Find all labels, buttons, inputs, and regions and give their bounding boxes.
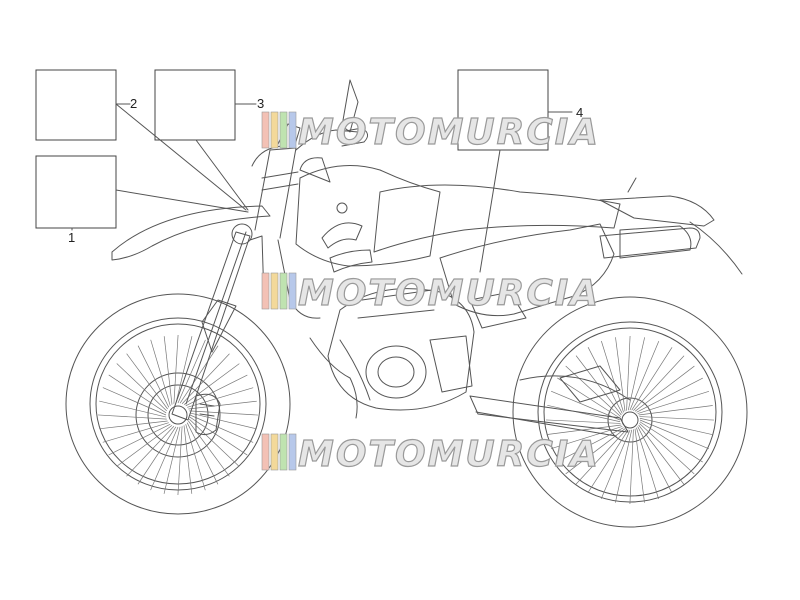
front-fender [111,205,271,261]
spoke [189,410,259,416]
spoke [600,429,631,500]
decal-box-2 [35,69,117,141]
spoke [615,337,626,412]
spoke [575,429,627,485]
side-panel [439,177,743,317]
spoke [187,387,254,408]
spoke [189,414,254,443]
decal-box-1 [35,155,117,229]
spoke [102,387,167,416]
spoke [189,418,240,467]
spoke [639,416,715,421]
spoke [634,365,695,412]
spoke [116,425,173,467]
watermark-1: MOTOMURCIA [261,111,600,154]
spoke [108,423,171,456]
spoke [638,405,713,416]
spoke [545,419,621,424]
spoke [565,365,621,417]
spoke [183,363,240,405]
spoke [636,427,659,500]
spoke [547,404,621,423]
spoke [629,340,660,411]
callout-3: 3 [257,96,264,111]
front-wheel [65,293,291,515]
seat [373,184,621,253]
spoke [639,419,710,450]
spoke [99,420,168,430]
spoke [189,416,248,456]
spoke [137,426,177,485]
spoke [181,353,230,404]
spoke [601,340,624,413]
spoke [150,426,179,491]
spoke [547,424,622,435]
spoke [163,336,173,405]
watermark-text: MOTOMURCIA [298,273,600,314]
spoke [189,412,257,430]
spoke [150,339,171,406]
spoke [639,417,713,436]
spoke [175,336,193,404]
spoke [97,414,167,420]
engine [309,288,527,419]
spoke [587,347,623,414]
rear-wheel [512,296,748,528]
callout-2: 2 [130,96,137,111]
spoke [137,345,170,408]
spoke [639,421,703,463]
spoke [188,400,257,410]
spoke [173,334,179,404]
watermark-3: MOTOMURCIA [261,433,600,476]
spoke [575,355,622,416]
spoke [99,400,167,418]
spoke [126,426,175,477]
swingarm [469,365,631,437]
spoke [614,429,633,503]
spoke [557,427,624,463]
spoke [185,424,206,491]
callout-1: 1 [68,230,75,245]
spoke [637,391,710,414]
spoke [177,339,206,404]
spoke [631,347,673,411]
spoke [637,426,673,493]
spoke [183,425,193,494]
spoke [639,423,695,475]
watermark-2: MOTOMURCIA [261,272,600,315]
leader-lines [71,103,573,273]
spoke [126,353,168,410]
front-fork [171,79,368,421]
exhaust [339,227,701,401]
spoke [627,337,646,411]
decal-box-4 [457,69,549,151]
watermark-text: MOTOMURCIA [298,112,600,153]
spoke [177,426,183,496]
spoke [550,390,621,421]
spoke [188,420,230,477]
spoke [629,429,634,505]
spoke [636,377,703,413]
spoke [102,422,169,443]
spoke [163,426,181,494]
spoke [116,363,167,412]
spoke [179,345,219,404]
spoke [186,422,219,485]
spoke [557,377,621,419]
spoke [634,428,645,503]
spoke [108,374,167,414]
spoke [638,424,685,485]
watermark-text: MOTOMURCIA [298,434,600,475]
decal-box-3 [154,69,236,141]
spoke [587,429,629,493]
spoke [633,355,685,411]
decal-boxes [35,69,549,229]
callout-4: 4 [576,105,583,120]
